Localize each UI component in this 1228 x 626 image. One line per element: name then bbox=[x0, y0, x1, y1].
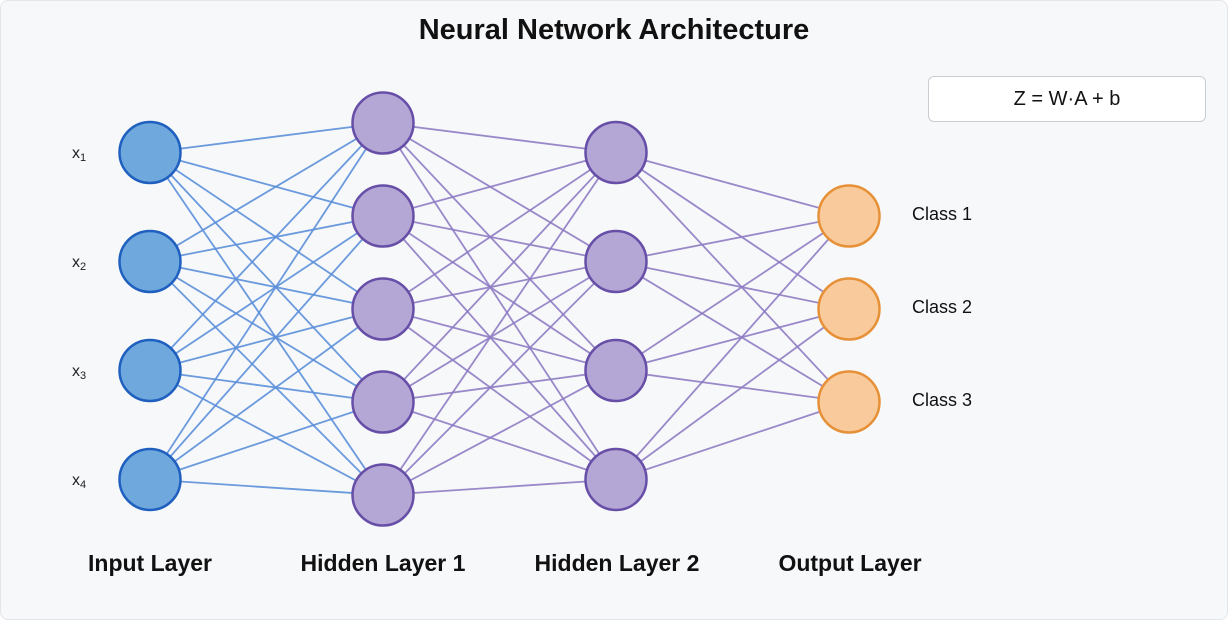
edge-l2-n5-to-l3-n4 bbox=[382, 478, 617, 496]
edge-l2-n3-to-l3-n1 bbox=[382, 151, 617, 310]
edge-l2-n1-to-l3-n3 bbox=[382, 122, 617, 372]
input-node-2 bbox=[118, 229, 182, 294]
edge-l3-n3-to-l4-n3 bbox=[615, 369, 850, 403]
edge-l2-n1-to-l3-n4 bbox=[382, 122, 617, 480]
connection-edges bbox=[149, 122, 850, 496]
edge-l1-n2-to-l2-n3 bbox=[149, 260, 384, 310]
edge-l1-n2-to-l2-n5 bbox=[149, 260, 384, 496]
edge-l3-n2-to-l4-n2 bbox=[615, 260, 850, 310]
layer-label-output: Output Layer bbox=[778, 550, 922, 576]
edge-l3-n4-to-l4-n2 bbox=[615, 308, 850, 481]
edge-l2-n3-to-l3-n3 bbox=[382, 308, 617, 372]
edge-l1-n3-to-l2-n4 bbox=[149, 369, 384, 403]
edge-l1-n2-to-l2-n1 bbox=[149, 122, 384, 263]
output-label-2: Class 2 bbox=[912, 297, 973, 317]
edge-l1-n1-to-l2-n5 bbox=[149, 151, 384, 496]
output-node-3 bbox=[817, 370, 881, 434]
edge-l3-n1-to-l4-n1 bbox=[615, 151, 850, 217]
edge-l1-n4-to-l2-n1 bbox=[149, 122, 384, 480]
diagram-title: Neural Network Architecture bbox=[418, 14, 810, 46]
output-node-2 bbox=[817, 277, 881, 341]
edge-l2-n2-to-l3-n1 bbox=[382, 151, 617, 217]
edge-l3-n2-to-l4-n1 bbox=[615, 215, 850, 263]
edge-l1-n3-to-l2-n3 bbox=[149, 308, 384, 372]
edge-l3-n4-to-l4-n1 bbox=[615, 215, 850, 481]
formula-box: Z = W·A + b bbox=[928, 76, 1206, 122]
output-label-3: Class 3 bbox=[912, 390, 973, 410]
edge-l1-n3-to-l2-n1 bbox=[149, 122, 384, 372]
edge-l1-n1-to-l2-n4 bbox=[149, 151, 384, 403]
output-node-1 bbox=[817, 184, 881, 248]
hidden-2-node-1 bbox=[584, 120, 648, 185]
hidden-2-node-2 bbox=[584, 229, 648, 294]
hidden-2-node-4 bbox=[584, 447, 648, 512]
layer-label-input: Input Layer bbox=[88, 550, 212, 576]
edge-l3-n3-to-l4-n1 bbox=[615, 215, 850, 372]
edge-l2-n5-to-l3-n1 bbox=[382, 151, 617, 496]
edge-l2-n4-to-l3-n2 bbox=[382, 260, 617, 403]
edge-l2-n1-to-l3-n2 bbox=[382, 122, 617, 263]
edge-l1-n4-to-l2-n3 bbox=[149, 308, 384, 481]
input-label-3: x3 bbox=[72, 363, 87, 382]
edge-l3-n1-to-l4-n2 bbox=[615, 151, 850, 310]
hidden-1-node-2 bbox=[351, 184, 415, 248]
edge-l2-n5-to-l3-n2 bbox=[382, 260, 617, 496]
input-node-4 bbox=[118, 447, 182, 512]
edge-l1-n4-to-l2-n5 bbox=[149, 478, 384, 496]
edge-l1-n2-to-l2-n2 bbox=[149, 215, 384, 263]
edge-l1-n1-to-l2-n1 bbox=[149, 122, 384, 154]
layer-label-hidden-2: Hidden Layer 2 bbox=[534, 550, 700, 576]
edge-l1-n1-to-l2-n2 bbox=[149, 151, 384, 217]
edge-l1-n1-to-l2-n3 bbox=[149, 151, 384, 310]
edge-l2-n4-to-l3-n3 bbox=[382, 369, 617, 403]
edge-l1-n4-to-l2-n2 bbox=[149, 215, 384, 481]
edge-l2-n2-to-l3-n3 bbox=[382, 215, 617, 372]
edge-l1-n3-to-l2-n5 bbox=[149, 369, 384, 496]
edge-l3-n1-to-l4-n3 bbox=[615, 151, 850, 403]
input-label-4: x4 bbox=[72, 472, 87, 491]
edge-l2-n5-to-l3-n3 bbox=[382, 369, 617, 496]
edge-l2-n2-to-l3-n4 bbox=[382, 215, 617, 481]
layer-label-hidden-1: Hidden Layer 1 bbox=[300, 550, 466, 576]
edge-l1-n3-to-l2-n2 bbox=[149, 215, 384, 372]
hidden-1-node-4 bbox=[351, 370, 415, 434]
input-label-1: x1 bbox=[72, 145, 87, 164]
edge-l2-n3-to-l3-n4 bbox=[382, 308, 617, 481]
input-node-3 bbox=[118, 338, 182, 403]
input-label-2: x2 bbox=[72, 254, 87, 273]
edge-l2-n2-to-l3-n2 bbox=[382, 215, 617, 263]
edge-l2-n4-to-l3-n1 bbox=[382, 151, 617, 403]
hidden-1-node-5 bbox=[351, 463, 415, 527]
hidden-1-node-1 bbox=[351, 91, 415, 155]
hidden-2-node-3 bbox=[584, 338, 648, 403]
edge-l1-n4-to-l2-n4 bbox=[149, 401, 384, 481]
edge-l2-n1-to-l3-n1 bbox=[382, 122, 617, 154]
edge-l3-n3-to-l4-n2 bbox=[615, 308, 850, 372]
edge-l3-n2-to-l4-n3 bbox=[615, 260, 850, 403]
edge-l2-n4-to-l3-n4 bbox=[382, 401, 617, 481]
network-nodes bbox=[118, 91, 881, 527]
hidden-1-node-3 bbox=[351, 277, 415, 341]
edge-l3-n4-to-l4-n3 bbox=[615, 401, 850, 481]
input-node-1 bbox=[118, 120, 182, 185]
edge-l1-n2-to-l2-n4 bbox=[149, 260, 384, 403]
edge-l2-n3-to-l3-n2 bbox=[382, 260, 617, 310]
formula-text: Z = W·A + b bbox=[1013, 87, 1121, 110]
output-label-1: Class 1 bbox=[912, 204, 973, 224]
